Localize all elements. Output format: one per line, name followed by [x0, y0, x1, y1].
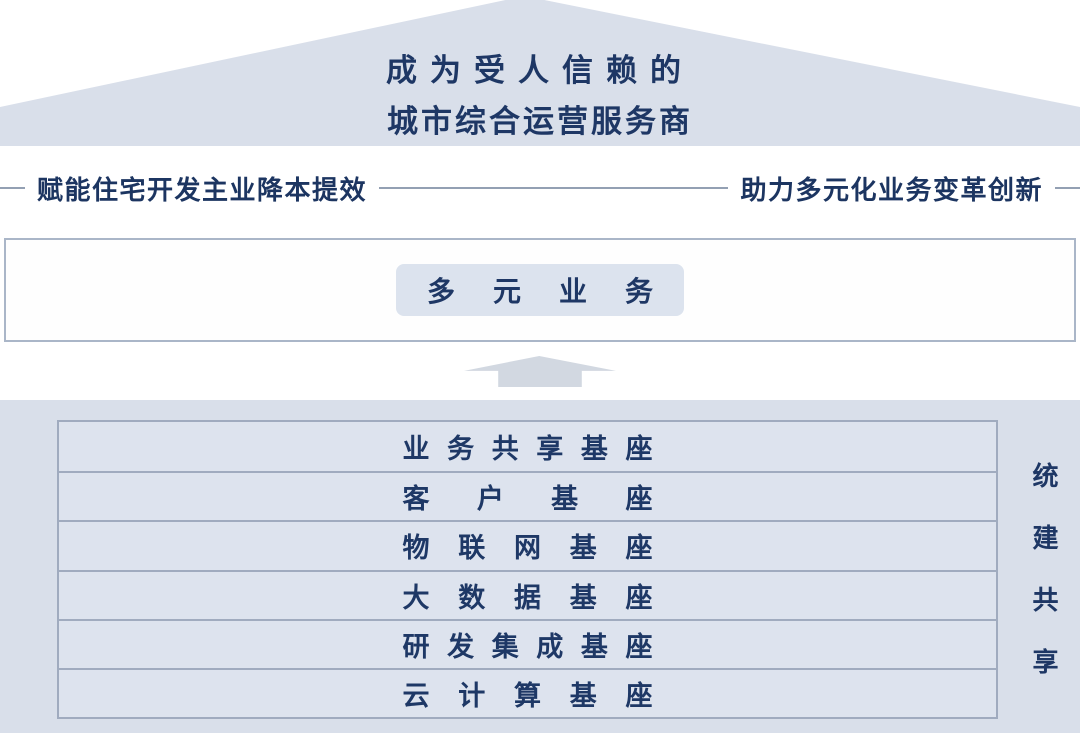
right-edge-tick — [1055, 187, 1080, 189]
platform-row: 物联网基座 — [59, 520, 996, 570]
platform-stack: 业务共享基座 客户基座 物联网基座 大数据基座 研发集成基座 云计算基座 — [57, 420, 998, 719]
platform-row: 客户基座 — [59, 471, 996, 521]
slogan-row: 赋能住宅开发主业降本提效 助力多元化业务变革创新 — [0, 170, 1080, 206]
platform-side-label: 统建共享 — [1029, 462, 1059, 710]
platform-row-label: 大数据基座 — [402, 582, 653, 613]
arrow-up-icon — [464, 356, 616, 387]
platform-row: 云计算基座 — [59, 667, 996, 717]
left-edge-tick — [0, 187, 25, 189]
slogan-left: 赋能住宅开发主业降本提效 — [37, 174, 368, 205]
slogan-right: 助力多元化业务变革创新 — [740, 174, 1043, 205]
slogan-divider-line — [379, 187, 729, 189]
vision-line-1: 成为受人信赖的 — [386, 53, 694, 88]
platform-row: 大数据基座 — [59, 569, 996, 619]
platform-row: 业务共享基座 — [59, 422, 996, 472]
vision-line-2: 城市综合运营服务商 — [387, 104, 693, 139]
diversified-business-pill: 多元业务 — [396, 264, 684, 316]
platform-row-label: 云计算基座 — [402, 680, 653, 711]
platform-row: 研发集成基座 — [59, 618, 996, 668]
platform-row-label: 业务共享基座 — [402, 434, 653, 465]
platform-panel: 业务共享基座 客户基座 物联网基座 大数据基座 研发集成基座 云计算基座 统建共… — [0, 400, 1080, 733]
diversified-business-label: 多元业务 — [427, 276, 653, 307]
platform-row-label: 客户基座 — [402, 484, 653, 515]
diversified-business-box: 多元业务 — [4, 238, 1076, 342]
platform-row-label: 研发集成基座 — [402, 631, 653, 662]
platform-row-label: 物联网基座 — [402, 533, 653, 564]
